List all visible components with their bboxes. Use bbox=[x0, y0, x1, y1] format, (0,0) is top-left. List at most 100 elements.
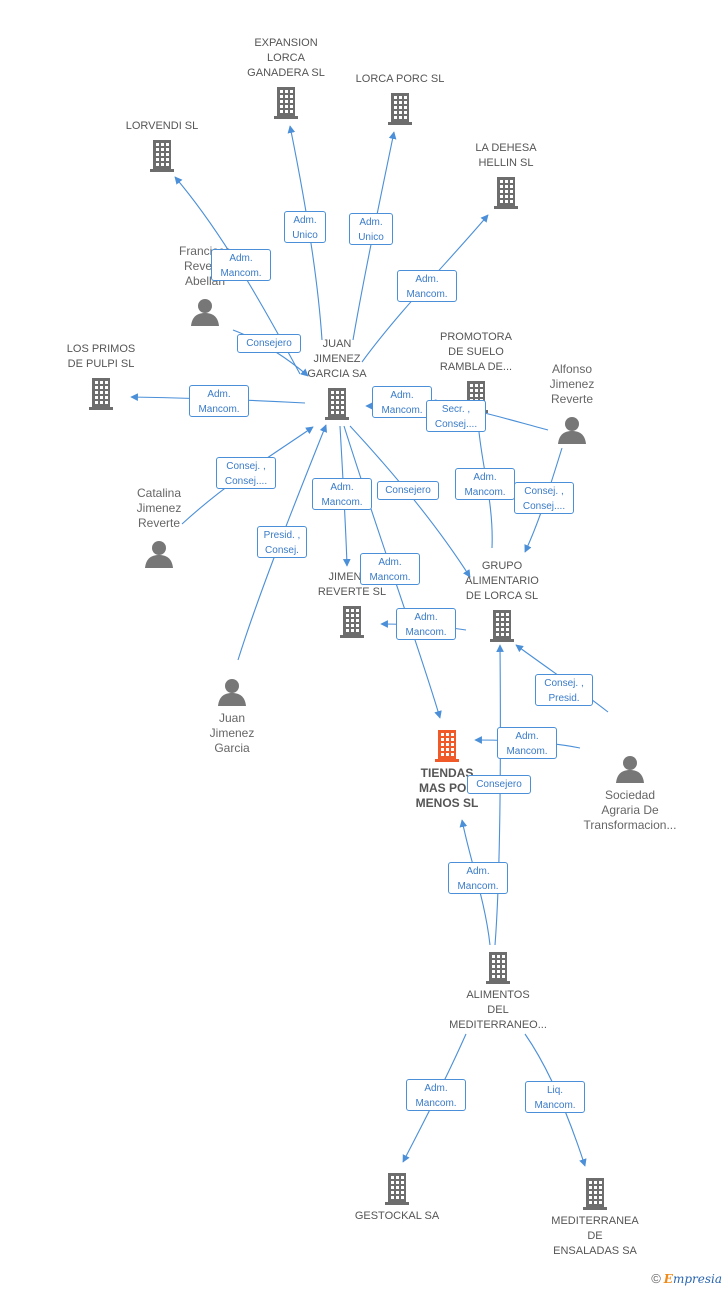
relation-label-line: Consejero bbox=[476, 779, 522, 790]
building-icon bbox=[435, 730, 459, 762]
relation-label-line: Mancom. bbox=[534, 1100, 576, 1111]
relation-label[interactable]: Secr. ,Consej.... bbox=[426, 400, 486, 432]
relation-label-line: Mancom. bbox=[464, 487, 506, 498]
relation-label-line: Mancom. bbox=[415, 1098, 457, 1109]
brand-footer: © Empresia bbox=[651, 1271, 722, 1286]
relation-edge bbox=[349, 425, 471, 578]
node-label-line: DEL bbox=[487, 1004, 509, 1016]
node-label-line: Agraria De bbox=[601, 803, 659, 817]
relation-label[interactable]: Consej. , Consej.... bbox=[216, 457, 276, 489]
building-icon bbox=[150, 140, 174, 172]
building-icon bbox=[486, 952, 510, 984]
person-icon bbox=[558, 417, 586, 444]
company-node-expansion[interactable]: EXPANSION LORCA GANADERA SL bbox=[247, 37, 325, 119]
relation-label[interactable]: Adm.Mancom. bbox=[189, 385, 249, 417]
person-icon bbox=[616, 756, 644, 783]
relation-edge bbox=[343, 425, 442, 719]
relation-label-line: Mancom. bbox=[369, 572, 411, 583]
relation-label-line: Adm. bbox=[473, 472, 497, 483]
node-label-line: MEDITERRANEO... bbox=[449, 1019, 547, 1031]
node-label: LORCA PORC SL bbox=[345, 72, 455, 87]
relation-label[interactable]: Adm.Mancom. bbox=[448, 862, 508, 894]
node-label-line: Reverte bbox=[137, 516, 181, 530]
relation-label[interactable]: Adm.Unico bbox=[284, 211, 326, 243]
relation-label-line: Consej.... bbox=[434, 419, 478, 430]
relation-edge bbox=[494, 644, 504, 946]
node-label-line: ALIMENTARIO bbox=[465, 575, 539, 587]
node-label-line: DE bbox=[587, 1230, 603, 1242]
relation-label-line: Consej.... bbox=[522, 501, 566, 512]
relation-label[interactable]: Adm. Mancom. bbox=[455, 468, 515, 500]
node-label-line: GANADERA SL bbox=[247, 67, 325, 79]
relation-label[interactable]: Adm.Unico bbox=[349, 213, 393, 245]
node-label-line: LOS PRIMOS bbox=[66, 343, 136, 355]
relation-label-line: Adm. bbox=[207, 389, 231, 400]
relation-label[interactable]: Consejero bbox=[377, 481, 439, 500]
relation-label[interactable]: Consej. ,Presid. bbox=[535, 674, 593, 706]
relation-label[interactable]: Presid. ,Consej. bbox=[257, 526, 307, 558]
relation-label-line: Consej.... bbox=[224, 476, 268, 487]
node-label-line: EXPANSION bbox=[254, 37, 318, 49]
relation-label[interactable]: Adm.Mancom. bbox=[397, 270, 457, 302]
relation-label-line: Adm. bbox=[378, 557, 402, 568]
relation-label[interactable]: Liq. Mancom. bbox=[525, 1081, 585, 1113]
node-label-line: LORCA bbox=[267, 52, 305, 64]
relation-label[interactable]: Adm.Mancom. bbox=[372, 386, 432, 418]
relation-label-line: Adm. bbox=[229, 253, 253, 264]
building-icon bbox=[89, 378, 113, 410]
relation-label[interactable]: Adm.Mancom. bbox=[497, 727, 557, 759]
relation-label-line: Adm. bbox=[415, 274, 439, 285]
relation-label[interactable]: Consej. ,Consej.... bbox=[514, 482, 574, 514]
node-label-line: JIMENEZ bbox=[313, 353, 361, 365]
relation-label-line: Liq. bbox=[546, 1085, 564, 1096]
company-node-lorvendi[interactable]: LORVENDI SL bbox=[126, 120, 198, 172]
building-icon bbox=[583, 1178, 607, 1210]
node-label: EXPANSION LORCA GANADERA SL bbox=[231, 36, 341, 81]
relation-label[interactable]: Consejero bbox=[237, 334, 301, 353]
relation-label[interactable]: Adm. Mancom. bbox=[360, 553, 420, 585]
node-label-line: DE LORCA SL bbox=[465, 590, 539, 602]
relation-label-line: Consej. , bbox=[226, 461, 266, 472]
relation-label-line: Adm. bbox=[424, 1083, 448, 1094]
relation-label-line: Presid. bbox=[548, 693, 580, 704]
company-node-gestockal[interactable]: GESTOCKAL SA bbox=[355, 1171, 439, 1222]
node-label-line: Juan bbox=[218, 711, 246, 725]
relation-label[interactable]: Adm.Mancom. bbox=[312, 478, 372, 510]
node-label-line: Garcia bbox=[214, 741, 250, 755]
node-label-line: LORVENDI SL bbox=[125, 120, 199, 132]
company-node-lorcaporc[interactable]: LORCA PORC SL bbox=[356, 73, 444, 125]
relation-label[interactable]: Consejero bbox=[467, 775, 531, 794]
relation-label-line: Consejero bbox=[246, 338, 292, 349]
relation-label-line: Adm. bbox=[390, 390, 414, 401]
building-icon bbox=[340, 606, 364, 638]
relation-label[interactable]: Adm.Mancom. bbox=[396, 608, 456, 640]
node-label-line: GESTOCKAL SA bbox=[354, 1210, 440, 1222]
person-icon bbox=[145, 541, 173, 568]
node-label-line: Alfonso bbox=[551, 362, 593, 376]
relation-label[interactable]: Adm.Mancom. bbox=[211, 249, 271, 281]
node-label-line: MEDITERRANEA bbox=[551, 1215, 639, 1227]
relation-label[interactable]: Adm. Mancom. bbox=[406, 1079, 466, 1111]
